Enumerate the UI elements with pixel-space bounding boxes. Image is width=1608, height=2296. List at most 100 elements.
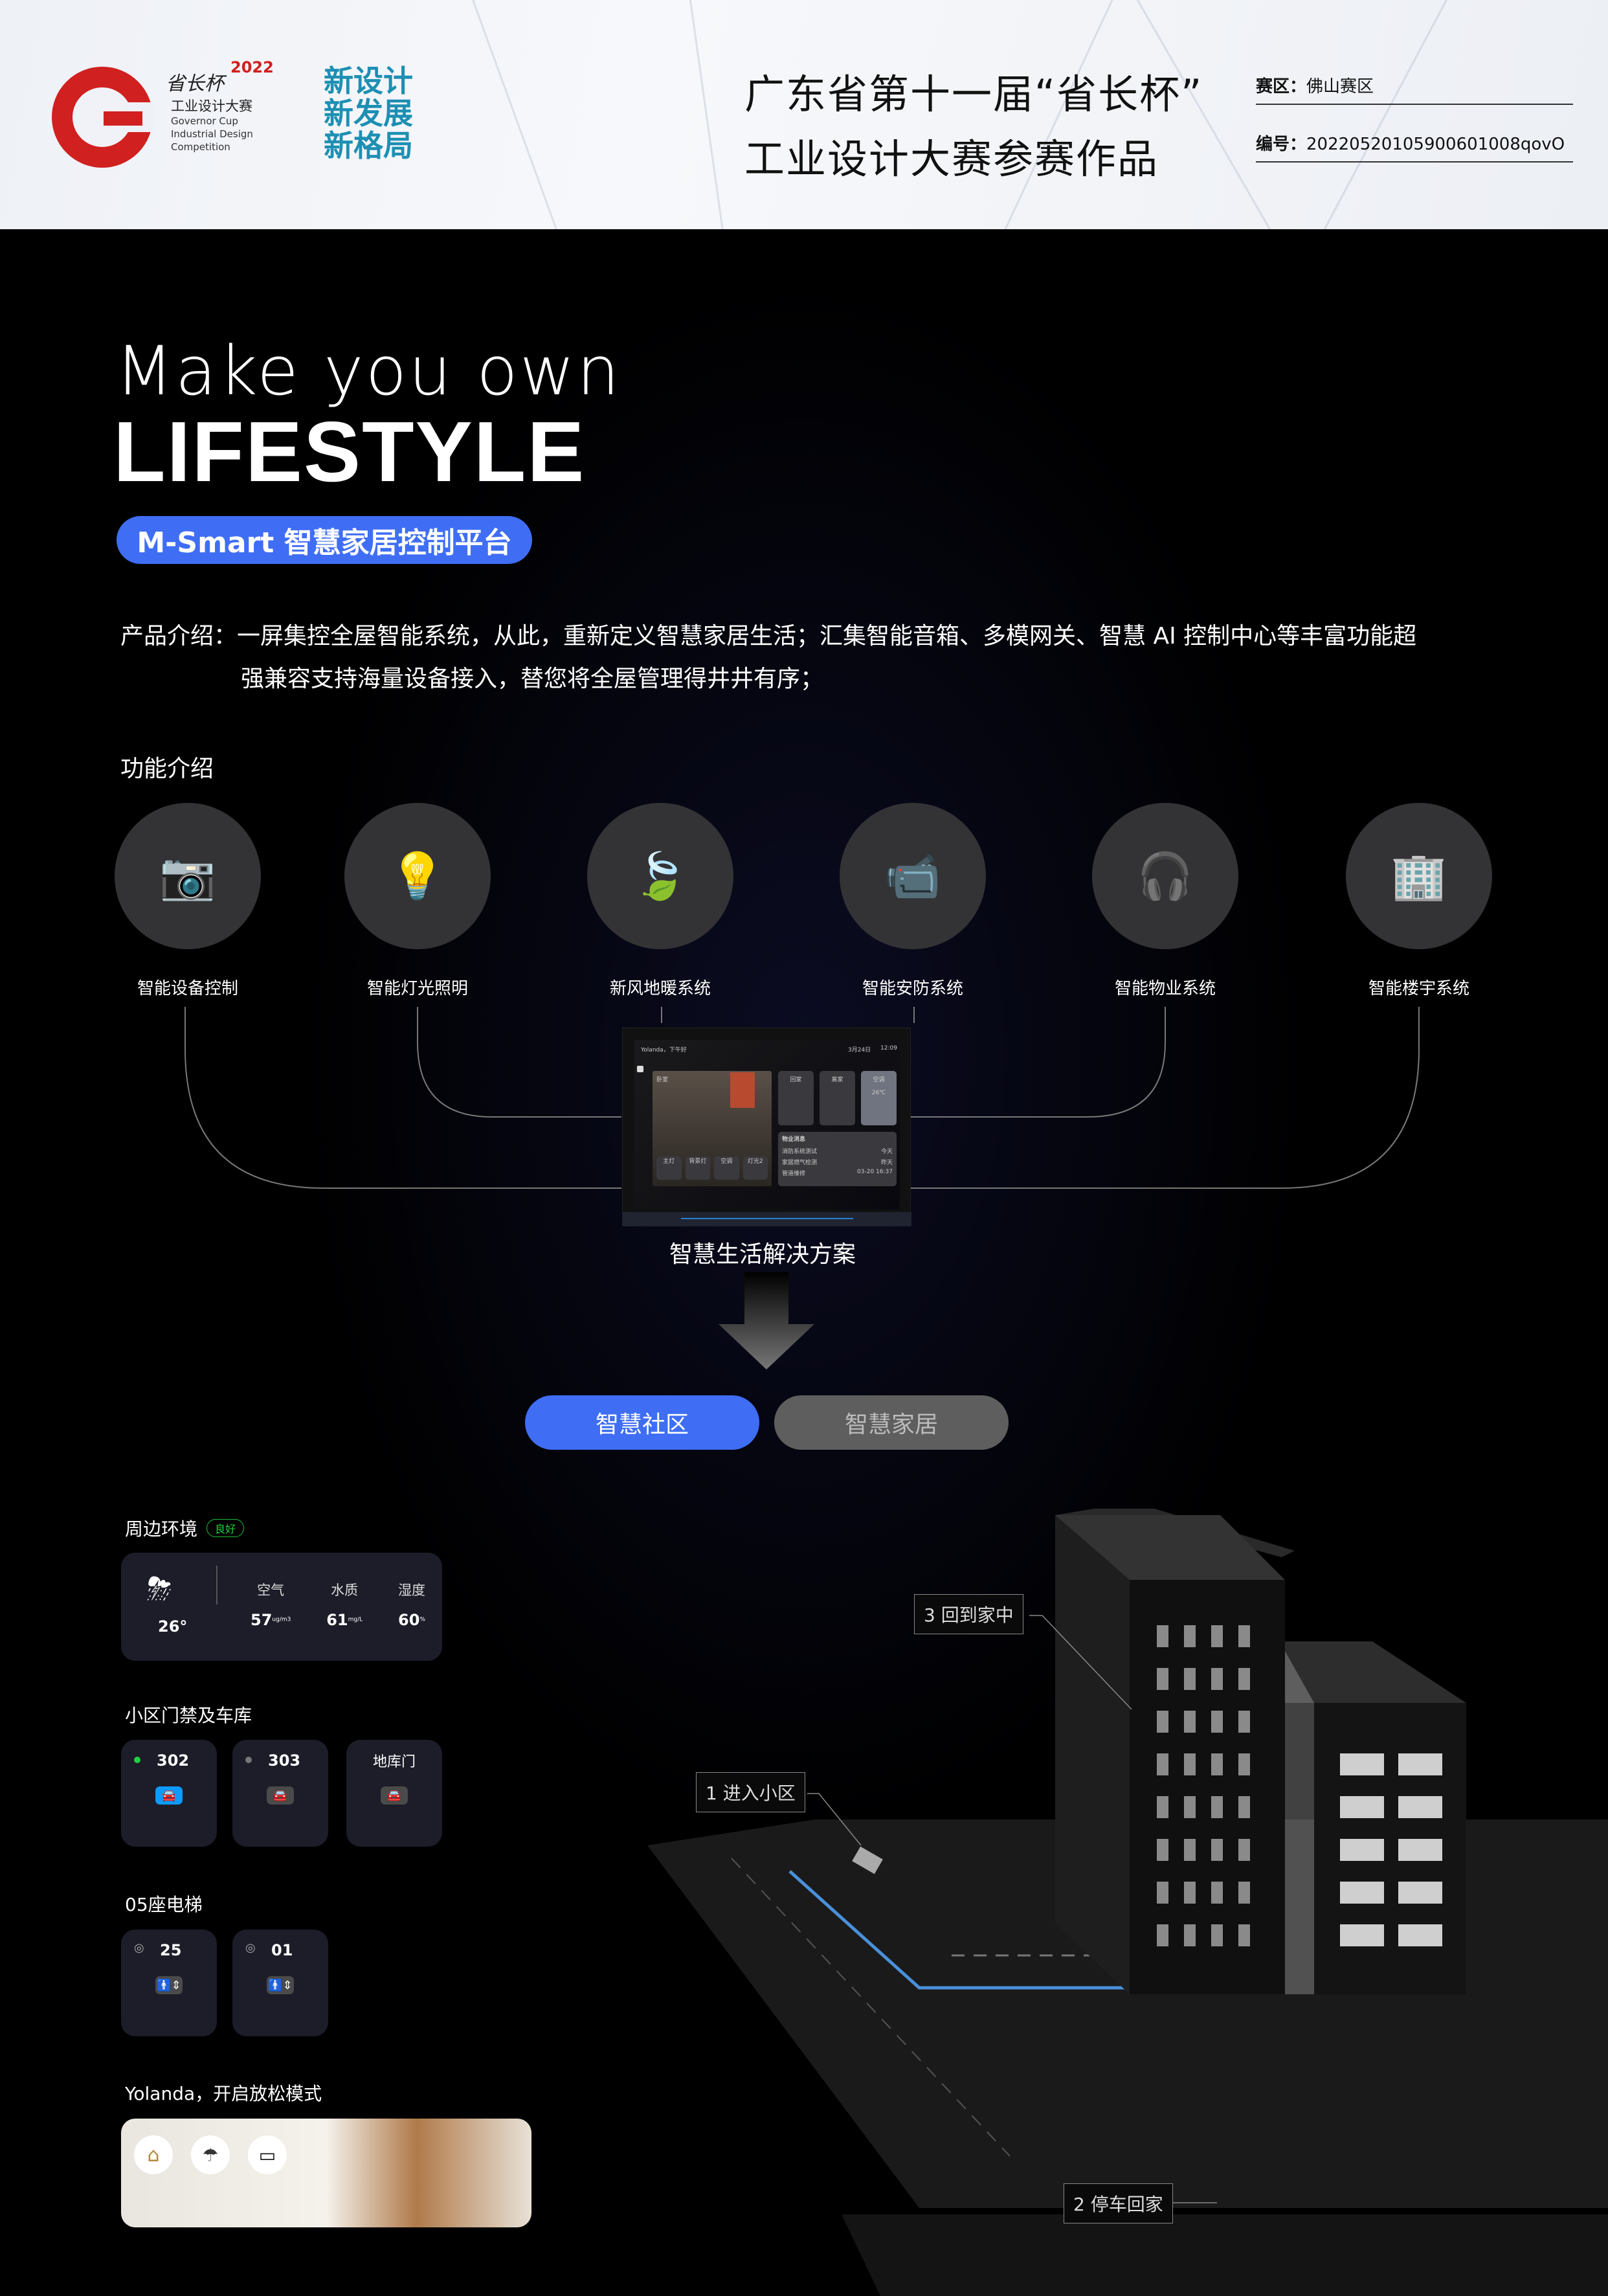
window — [1184, 1796, 1196, 1818]
online-dot — [134, 1757, 140, 1763]
metric-value: 57 — [251, 1611, 273, 1629]
step-1-callout: 1 进入小区 — [696, 1772, 805, 1812]
gate-label: 302 — [157, 1751, 190, 1770]
metric-unit: ug/m3 — [272, 1616, 291, 1623]
product-pill: M-Smart 智慧家居控制平台 — [117, 516, 532, 564]
connector-lines — [184, 1007, 1420, 1189]
notice-time: 昨天 — [880, 1160, 893, 1166]
logo-en-3: Competition — [171, 141, 230, 153]
window — [1184, 1668, 1196, 1690]
elevator-up-down-icon[interactable]: 🚹⇕ — [267, 1976, 294, 1994]
car-icon[interactable]: 🚘 — [267, 1786, 294, 1805]
window — [1398, 1796, 1442, 1818]
notice-text: 消防系统测试 — [782, 1149, 818, 1155]
home-mode-icon[interactable]: ⌂ — [134, 2135, 173, 2174]
environment-header: 周边环境 良好 — [125, 1515, 245, 1541]
elevator-icon: ◎ — [245, 1941, 256, 1955]
car-icon[interactable]: 🚘 — [381, 1786, 408, 1805]
window — [1211, 1711, 1223, 1733]
gate-label: 303 — [268, 1751, 301, 1770]
window — [1211, 1796, 1223, 1818]
step-3-callout: 3 回到家中 — [914, 1594, 1023, 1634]
tablet-greeting: Yolanda，下午好 — [641, 1047, 687, 1053]
device-tile[interactable]: 空调 — [714, 1156, 739, 1180]
window — [1340, 1839, 1384, 1861]
feature-air-button[interactable]: 🍃 — [587, 803, 733, 949]
metric-label: 湿度 — [397, 1582, 425, 1598]
ac-temp: 26℃ — [871, 1090, 886, 1096]
device-tile[interactable]: 主灯 — [656, 1156, 682, 1180]
elevator-floor: 25 — [160, 1941, 182, 1959]
feature-property-button[interactable]: 🎧 — [1092, 803, 1238, 949]
feature-label: 智能安防系统 — [862, 979, 963, 998]
window — [1340, 1882, 1384, 1904]
window — [1211, 1924, 1223, 1946]
window — [1211, 1753, 1223, 1775]
device-tile[interactable]: 灯光2 — [743, 1156, 768, 1180]
competition-title: 广东省第十一届“省长杯” 工业设计大赛参赛作品 — [744, 62, 1203, 185]
window — [1238, 1625, 1250, 1647]
relax-mode-card[interactable]: ⌂ ☂ ▭ — [121, 2119, 531, 2227]
elevator-card[interactable]: ◎ 25 🚹⇕ — [121, 1930, 217, 2036]
device-tile[interactable]: 背景灯 — [685, 1156, 710, 1180]
window — [1157, 1625, 1168, 1647]
metric-unit: mg/L — [348, 1616, 363, 1623]
tablet-sidebar[interactable] — [637, 1066, 646, 1176]
header: 2022 省长杯 工业设计大赛 Governor Cup Industrial … — [0, 0, 1608, 229]
metric-unit: % — [419, 1616, 425, 1623]
window — [1211, 1882, 1223, 1904]
tv-icon[interactable]: ▭ — [248, 2135, 287, 2174]
feature-security-button[interactable]: 📹 — [840, 803, 986, 949]
metric-label: 水质 — [331, 1582, 359, 1598]
tab-smart-home[interactable]: 智慧家居 — [774, 1395, 1009, 1450]
thunderstorm-icon: ⛈ — [147, 1571, 172, 1607]
notice-row[interactable]: 消防系统测试今天 — [778, 1145, 897, 1156]
gate-303-card[interactable]: 303 🚘 — [232, 1740, 328, 1847]
logo-name: 省长杯 — [166, 73, 224, 95]
notice-text: 管道维修 — [782, 1171, 806, 1177]
intro-text: 强兼容支持海量设备接入，替您将全屋管理得井井有序； — [241, 666, 824, 692]
temperature: 26° — [158, 1617, 188, 1636]
notice-row[interactable]: 家居燃气检测昨天 — [778, 1156, 897, 1167]
elevator-card[interactable]: ◎ 01 🚹⇕ — [232, 1930, 328, 2036]
window — [1238, 1839, 1250, 1861]
window — [1184, 1753, 1196, 1775]
speaker-grille — [623, 1212, 911, 1226]
feature-label: 新风地暖系统 — [609, 979, 711, 998]
window — [1184, 1882, 1196, 1904]
slogan: 新格局 — [324, 128, 413, 163]
car-icon[interactable]: 🚘 — [155, 1786, 183, 1805]
feature-camera-button[interactable]: 📷 — [115, 803, 261, 949]
feature-label: 智能物业系统 — [1114, 979, 1216, 998]
building-icon: 🏢 — [1390, 849, 1447, 903]
slogans: 新设计 新发展 新格局 — [324, 65, 413, 162]
bulb-icon: 💡 — [389, 849, 446, 903]
gate-302-card[interactable]: 302 🚘 — [121, 1740, 217, 1847]
scene-home[interactable]: 回家 — [778, 1071, 814, 1125]
feature-light-button[interactable]: 💡 — [344, 803, 491, 949]
window — [1340, 1924, 1384, 1946]
elevator-up-down-icon[interactable]: 🚹⇕ — [155, 1976, 183, 1994]
hero-line1: Make you own — [115, 332, 621, 411]
tab-smart-community[interactable]: 智慧社区 — [525, 1395, 759, 1450]
metric-label: 空气 — [257, 1582, 285, 1598]
features-title: 功能介绍 — [120, 756, 214, 782]
division-label: 赛区： — [1256, 77, 1307, 96]
window — [1157, 1668, 1168, 1690]
tablet-time: 12:09 — [880, 1045, 897, 1052]
window — [1157, 1796, 1168, 1818]
room-card[interactable]: 卧室 主灯 背景灯 空调 灯光2 — [653, 1071, 772, 1186]
garage-gate-card[interactable]: 地库门 🚘 — [346, 1740, 442, 1847]
gate-label: 地库门 — [372, 1754, 416, 1770]
title-line: 广东省第十一届“省长杯” — [744, 71, 1203, 118]
feature-building-button[interactable]: 🏢 — [1346, 803, 1492, 949]
scene-leave[interactable]: 离家 — [820, 1071, 855, 1125]
ceiling-light-icon[interactable]: ☂ — [191, 2135, 230, 2174]
logo-year: 2022 — [230, 58, 274, 76]
window — [1211, 1625, 1223, 1647]
